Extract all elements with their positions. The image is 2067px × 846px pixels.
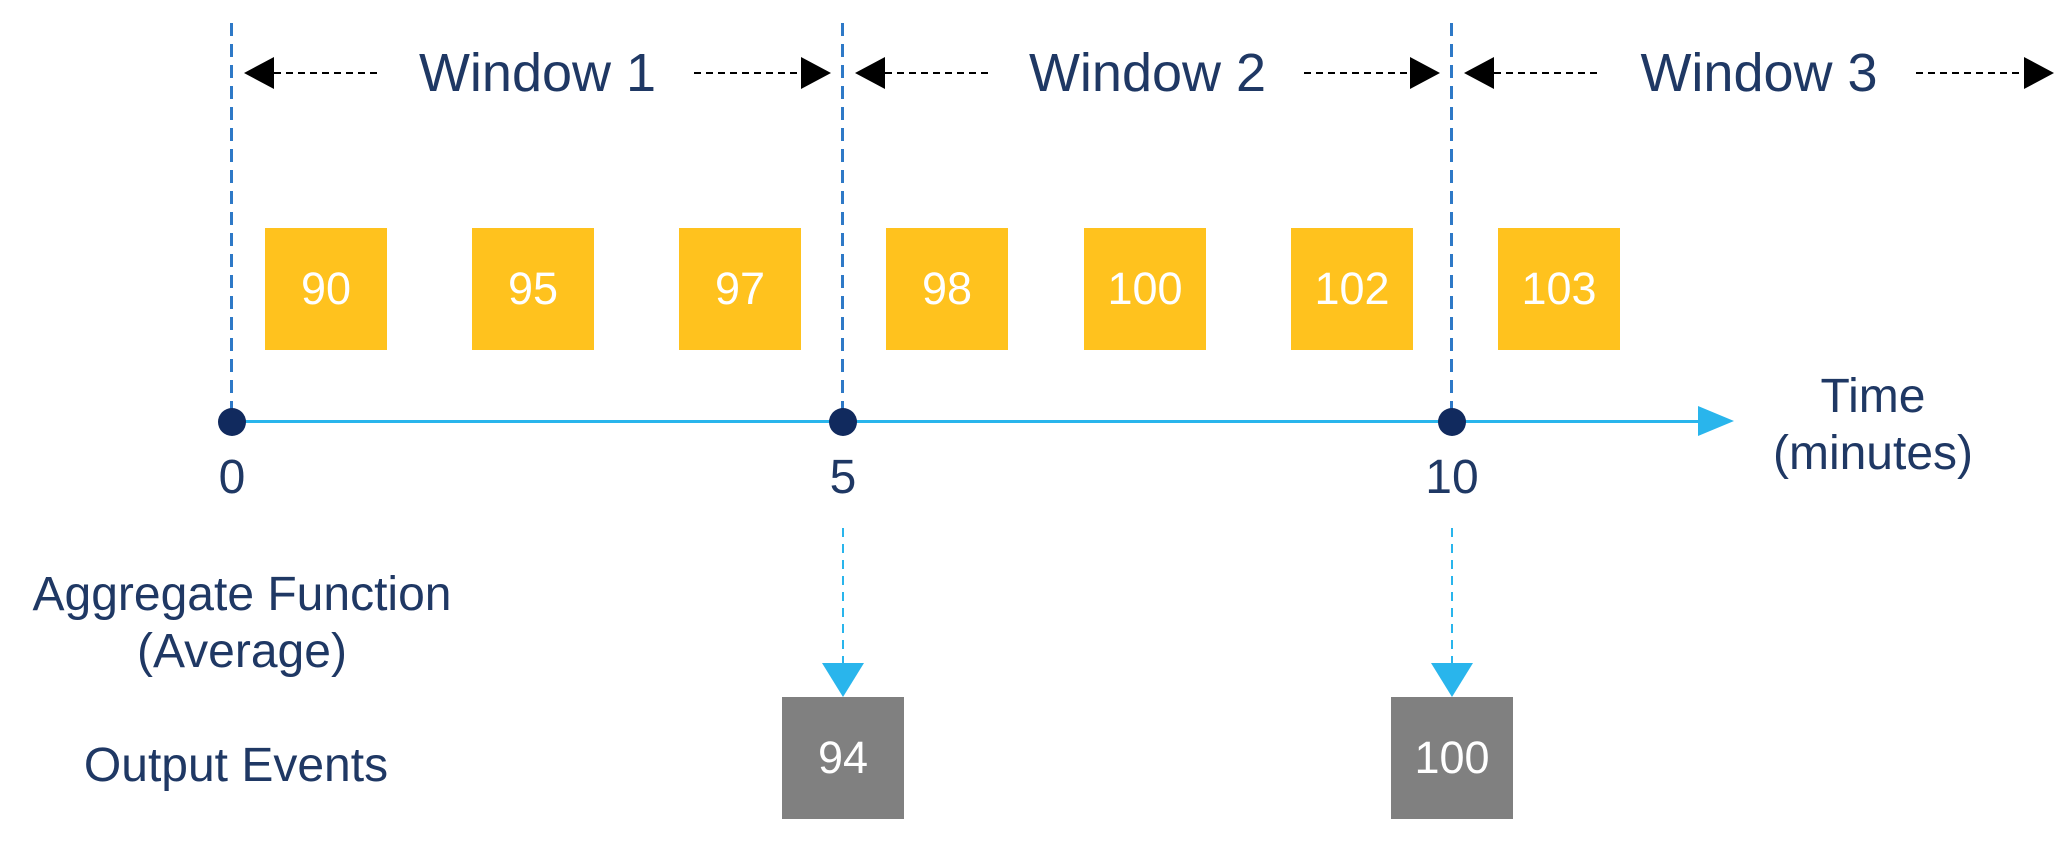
output-event-box: 94 <box>782 697 904 819</box>
axis-tick-5: 5 <box>829 451 857 504</box>
output-arrow-head-icon <box>1431 663 1473 697</box>
arrow-left-icon <box>855 57 885 89</box>
window-1-span: Window 1 <box>244 44 831 102</box>
time-axis-label-line1: Time <box>1820 370 1926 423</box>
time-axis-label: Time (minutes) <box>1741 368 2005 482</box>
arrow-right-icon <box>2024 57 2054 89</box>
time-axis-line <box>232 420 1698 423</box>
aggregate-function-label-line1: Aggregate Function <box>32 568 452 621</box>
dashed-line <box>1494 72 1603 74</box>
time-axis-arrow-icon <box>1698 406 1734 436</box>
aggregate-function-label: Aggregate Function (Average) <box>22 566 462 680</box>
arrow-right-icon <box>801 57 831 89</box>
dashed-line <box>885 72 991 74</box>
window-3-label: Window 3 <box>1640 43 1878 103</box>
dashed-line <box>1304 72 1410 74</box>
window-boundary-line-0 <box>230 23 233 422</box>
output-arrow-head-icon <box>822 663 864 697</box>
axis-dot-10 <box>1438 408 1466 436</box>
dashed-line <box>694 72 801 74</box>
window-2-label: Window 2 <box>1028 43 1267 103</box>
arrow-left-icon <box>244 57 274 89</box>
window-3-span: Window 3 <box>1464 44 2054 102</box>
axis-dot-0 <box>218 408 246 436</box>
input-event-box: 102 <box>1291 228 1413 350</box>
axis-tick-0: 0 <box>218 451 246 504</box>
input-event-box: 90 <box>265 228 387 350</box>
input-event-box: 103 <box>1498 228 1620 350</box>
output-event-box: 100 <box>1391 697 1513 819</box>
window-2-span: Window 2 <box>855 44 1440 102</box>
window-1-label: Window 1 <box>418 43 657 103</box>
input-event-box: 98 <box>886 228 1008 350</box>
input-event-box: 100 <box>1084 228 1206 350</box>
output-arrow-line <box>842 528 844 666</box>
window-boundary-line-5 <box>841 23 844 422</box>
aggregate-function-label-line2: (Average) <box>137 625 347 678</box>
time-axis-label-line2: (minutes) <box>1772 427 1974 480</box>
dashed-line <box>1915 72 2024 74</box>
axis-tick-10: 10 <box>1425 451 1479 504</box>
output-events-label: Output Events <box>83 739 389 792</box>
window-boundary-line-10 <box>1450 23 1453 422</box>
input-event-box: 95 <box>472 228 594 350</box>
input-event-box: 97 <box>679 228 801 350</box>
dashed-line <box>274 72 381 74</box>
arrow-left-icon <box>1464 57 1494 89</box>
arrow-right-icon <box>1410 57 1440 89</box>
output-arrow-line <box>1451 528 1453 666</box>
axis-dot-5 <box>829 408 857 436</box>
